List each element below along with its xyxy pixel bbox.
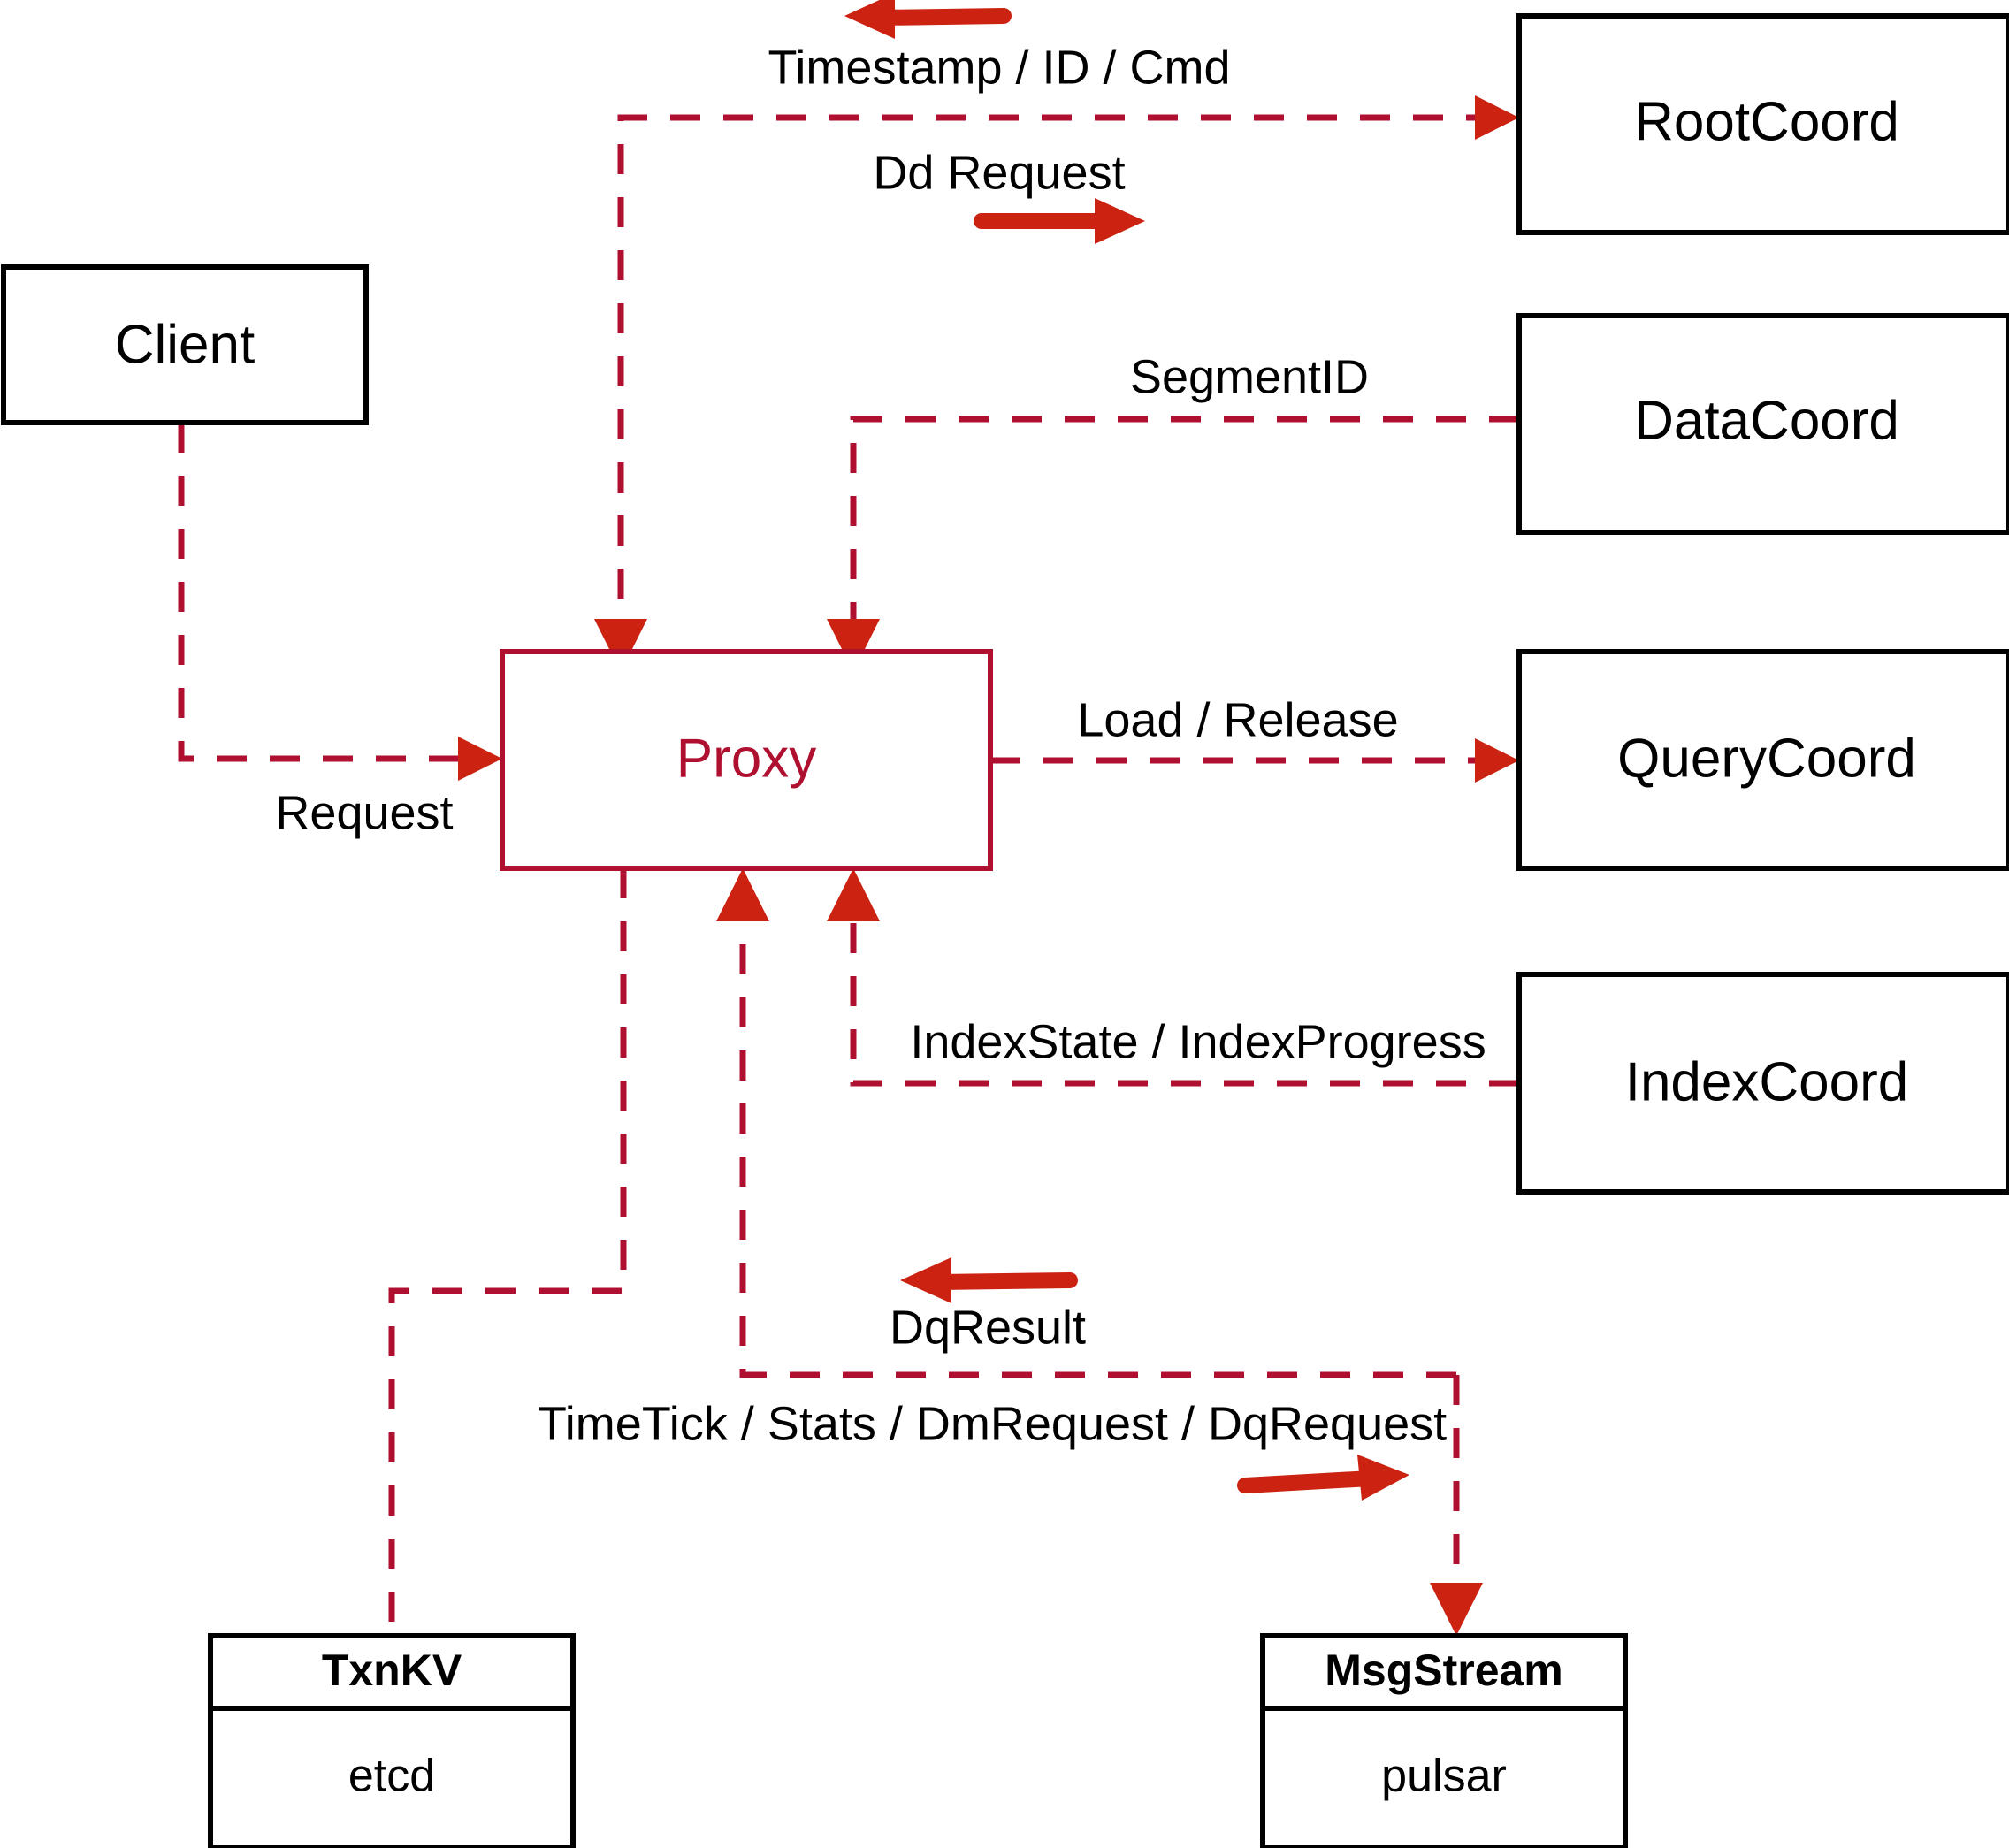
client-label: Client [115, 314, 256, 375]
node-querycoord[interactable]: QueryCoord [1516, 649, 2009, 871]
node-indexcoord[interactable]: IndexCoord [1516, 972, 2009, 1195]
proxy-label: Proxy [676, 728, 816, 789]
msgstream-title: MsgStream [1325, 1646, 1563, 1695]
edge-label-dq-result: DqResult [890, 1301, 1086, 1354]
datacoord-box[interactable] [1516, 313, 2009, 535]
edge-label-dd-request: Dd Request [873, 146, 1125, 199]
node-proxy[interactable]: Proxy [500, 649, 993, 871]
arrowhead-proxy-bottom-left [716, 868, 769, 921]
txnkv-impl: etcd [348, 1751, 435, 1802]
edge-proxy-to-txnkv [388, 868, 627, 1636]
indexcoord-box[interactable] [1516, 972, 2009, 1195]
arrowhead-msgstream [1430, 1583, 1483, 1636]
node-datacoord[interactable]: DataCoord [1516, 313, 2009, 535]
direction-arrow-timestamp-id-cmd [844, 0, 1012, 39]
arrowhead-proxy-bottom-right [827, 868, 880, 921]
rootcoord-box[interactable] [1516, 13, 2009, 235]
querycoord-box[interactable] [1516, 649, 2009, 871]
direction-arrow-timetick [1237, 1455, 1409, 1501]
arrowhead-proxy-top-left [594, 619, 647, 672]
edge-proxy-to-rootcoord [617, 114, 1494, 652]
client-box[interactable] [1, 264, 369, 425]
edge-indexcoord-to-proxy [850, 889, 1519, 1087]
edge-msgstream-to-proxy [739, 889, 1456, 1378]
edge-label-request: Request [275, 786, 453, 839]
edge-label-timetick-stats-dm-dq: TimeTick / Stats / DmRequest / DqRequest [538, 1397, 1447, 1450]
txnkv-title: TxnKV [322, 1646, 462, 1695]
querycoord-label: QueryCoord [1617, 728, 1916, 789]
msgstream-impl: pulsar [1381, 1751, 1507, 1802]
node-txnkv[interactable]: TxnKV etcd [208, 1633, 576, 1848]
rootcoord-label: RootCoord [1634, 91, 1899, 152]
direction-arrow-dqresult [900, 1257, 1078, 1303]
edge-label-load-release: Load / Release [1077, 693, 1398, 746]
direction-arrow-dd-request [974, 198, 1145, 244]
edge-label-timestamp-id-cmd: Timestamp / ID / Cmd [768, 41, 1230, 94]
node-rootcoord[interactable]: RootCoord [1516, 13, 2009, 235]
node-msgstream[interactable]: MsgStream pulsar [1260, 1633, 1628, 1848]
txnkv-box[interactable] [208, 1633, 576, 1848]
edge-datacoord-to-proxy [850, 416, 1519, 652]
msgstream-box[interactable] [1260, 1633, 1628, 1848]
arrowhead-proxy-left [458, 737, 502, 781]
arrowhead-proxy-top-right [827, 619, 880, 672]
proxy-box[interactable] [500, 649, 993, 871]
indexcoord-label: IndexCoord [1625, 1051, 1909, 1112]
arrowhead-querycoord [1475, 738, 1519, 783]
edge-label-segment-id: SegmentID [1130, 350, 1369, 403]
edge-client-to-proxy [178, 423, 477, 762]
datacoord-label: DataCoord [1634, 390, 1899, 451]
node-client[interactable]: Client [1, 264, 369, 425]
arrowhead-rootcoord [1475, 95, 1519, 140]
edge-label-index-state-progress: IndexState / IndexProgress [910, 1015, 1486, 1068]
